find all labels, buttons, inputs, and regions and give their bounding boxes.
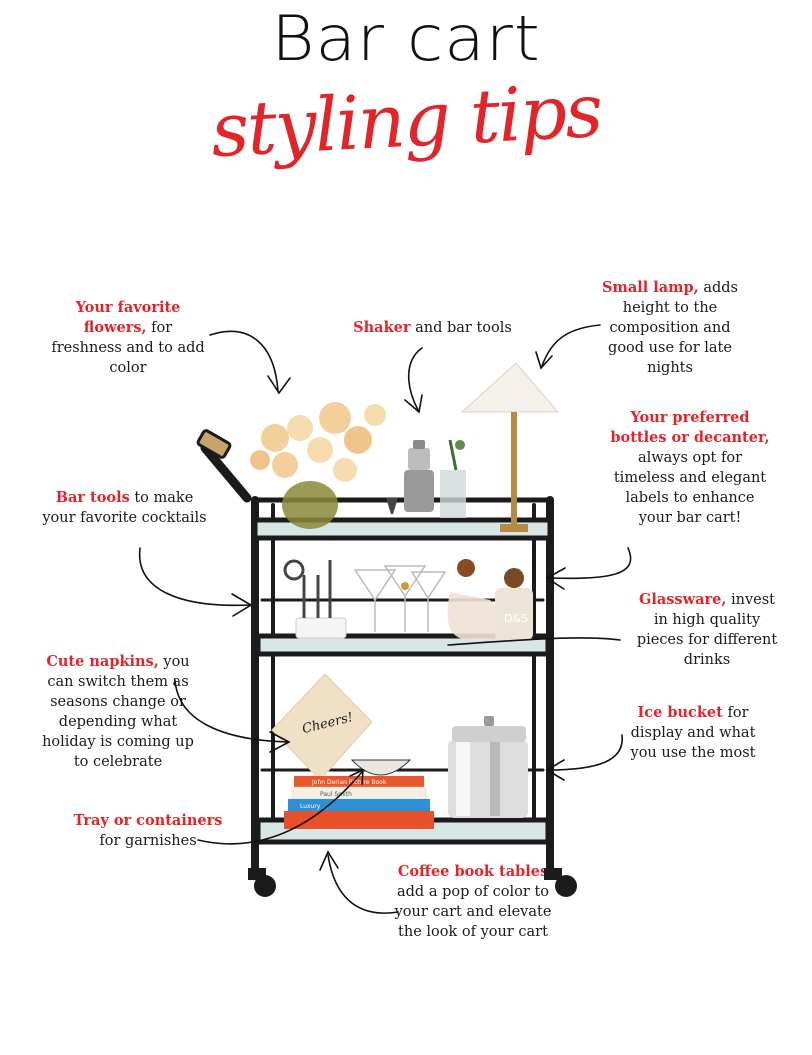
cocktail-shaker-icon: [386, 439, 466, 518]
decanter-icon: D&S: [447, 559, 533, 640]
tip-bottles-label: Your preferred bottles or decanter,: [610, 409, 770, 446]
tip-lamp-text: adds height to the composition and good …: [608, 280, 738, 376]
arrow-icon: [535, 324, 601, 370]
tip-books: Coffee book tables add a pop of color to…: [393, 862, 553, 942]
arrow-icon: [404, 347, 423, 414]
tip-bottles-text: always opt for timeless and elegant labe…: [613, 450, 767, 526]
ice-bucket-icon: [448, 716, 528, 818]
tip-napkins-text: you can switch them as seasons change or…: [42, 654, 194, 770]
arrow-icon: [138, 547, 253, 617]
tip-tray-text: for garnishes: [99, 833, 197, 849]
garnish-bowl-icon: [350, 759, 412, 776]
tip-bar-tools-text: to make your favorite cocktails: [42, 490, 207, 526]
books-icon: John Derian Picture Book Paul Smith Luxu…: [284, 776, 434, 829]
bar-tools-icon: [283, 559, 347, 639]
arrow-icon: [174, 679, 291, 753]
tip-shaker-label: Shaker: [353, 319, 411, 336]
tip-flowers: Your favorite flowers, for freshness and…: [48, 298, 208, 378]
martini-glass-icon: [353, 565, 447, 632]
tip-ice-bucket-text: for display and what you use the most: [630, 705, 756, 761]
arrow-icon: [545, 734, 623, 781]
page-title: Bar cart: [271, 1, 541, 76]
tip-tray-label: Tray or containers: [73, 812, 223, 829]
arrow-icon: [545, 547, 632, 590]
napkin-icon: Cheers!: [271, 673, 373, 781]
table-lamp-icon: [460, 362, 560, 532]
tip-glassware-text: invest in high quality pieces for differ…: [636, 592, 778, 668]
arrow-icon: [319, 850, 399, 914]
decanter-label: D&S: [504, 612, 528, 625]
tip-shaker: Shaker and bar tools: [350, 318, 515, 338]
book-title: Luxury: [300, 803, 321, 810]
tip-books-label: Coffee book tables: [397, 863, 549, 880]
tip-lamp-label: Small lamp,: [602, 279, 699, 296]
book-title: Paul Smith: [320, 791, 352, 798]
tip-ice-bucket-label: Ice bucket: [637, 704, 723, 721]
tip-glassware-label: Glassware,: [638, 591, 727, 608]
tip-napkins-label: Cute napkins,: [46, 653, 159, 670]
tip-glassware: Glassware, invest in high quality pieces…: [632, 590, 782, 670]
tip-shaker-text: and bar tools: [415, 320, 512, 336]
tip-napkins: Cute napkins, you can switch them as sea…: [38, 652, 198, 772]
tip-bar-tools-label: Bar tools: [55, 489, 130, 506]
wheel-icon: [248, 868, 577, 897]
book-title: John Derian Picture Book: [311, 779, 387, 786]
flower-vase-icon: [250, 402, 386, 529]
tip-tray: Tray or containers for garnishes: [68, 811, 228, 851]
tip-ice-bucket: Ice bucket for display and what you use …: [618, 703, 768, 763]
tip-bottles: Your preferred bottles or decanter, alwa…: [610, 408, 770, 528]
tip-flowers-label: Your favorite flowers,: [75, 299, 181, 336]
arrow-icon: [447, 637, 621, 646]
tip-flowers-text: for freshness and to add color: [51, 320, 205, 376]
arrow-icon: [209, 330, 291, 395]
tip-bar-tools: Bar tools to make your favorite cocktail…: [42, 488, 207, 528]
bar-cart-icon: [196, 429, 554, 874]
arrow-icon: [197, 768, 364, 845]
tip-books-text: add a pop of color to your cart and elev…: [394, 884, 552, 940]
tip-lamp: Small lamp, adds height to the compositi…: [590, 278, 750, 378]
